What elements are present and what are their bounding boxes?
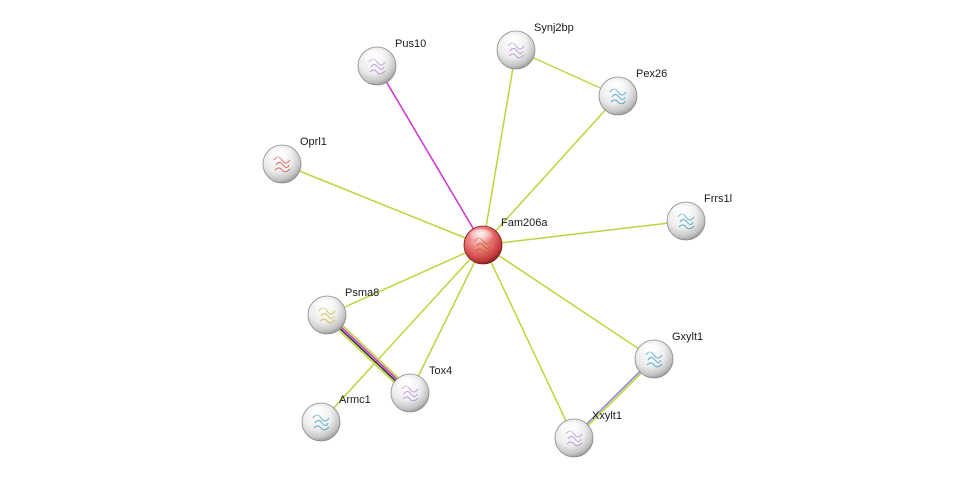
node-label: Fam206a xyxy=(501,217,548,229)
edge-evidence-line xyxy=(376,65,484,246)
edge-fam206a-gxylt1 xyxy=(482,244,655,360)
node-label: Psma8 xyxy=(345,287,379,299)
edge-fam206a-tox4 xyxy=(409,244,484,394)
node-frrs1l[interactable]: Frrs1l xyxy=(666,193,732,241)
edge-fam206a-frrs1l xyxy=(482,220,687,246)
node-label: Armc1 xyxy=(339,394,371,406)
node-synj2bp[interactable]: Synj2bp xyxy=(496,22,574,70)
edge-evidence-line xyxy=(320,244,484,423)
node-pex26[interactable]: Pex26 xyxy=(598,68,667,116)
edge-evidence-line xyxy=(482,49,517,246)
node-label: Xxylt1 xyxy=(592,410,622,422)
edge-fam206a-armc1 xyxy=(320,244,484,423)
node-tox4[interactable]: Tox4 xyxy=(390,365,452,413)
node-highlight xyxy=(469,229,493,243)
edge-fam206a-psma8 xyxy=(326,244,484,316)
node-oprl1[interactable]: Oprl1 xyxy=(262,136,327,184)
node-highlight xyxy=(268,148,292,162)
node-highlight xyxy=(502,34,526,48)
node-label: Frrs1l xyxy=(704,193,732,205)
node-highlight xyxy=(640,343,664,357)
node-fam206a[interactable]: Fam206a xyxy=(463,217,548,265)
node-label: Pex26 xyxy=(636,68,667,80)
edge-fam206a-xxylt1 xyxy=(482,244,575,439)
node-label: Synj2bp xyxy=(534,22,574,34)
node-highlight xyxy=(672,205,696,219)
node-highlight xyxy=(313,299,337,313)
edge-evidence-line xyxy=(409,244,484,394)
edge-fam206a-synj2bp xyxy=(482,49,517,246)
node-label: Oprl1 xyxy=(300,136,327,148)
node-label: Gxylt1 xyxy=(672,331,703,343)
nodes-layer: Fam206a Pus10 Synj2bpPex26Oprl1Frrs1lPsma8… xyxy=(262,22,732,458)
edge-fam206a-oprl1 xyxy=(281,163,484,246)
node-psma8[interactable]: Psma8 xyxy=(307,287,379,335)
edge-evidence-line xyxy=(482,244,655,360)
edge-evidence-line xyxy=(482,95,619,246)
node-xxylt1[interactable]: Xxylt1 xyxy=(554,410,622,458)
node-highlight xyxy=(560,422,584,436)
node-gxylt1[interactable]: Gxylt1 xyxy=(634,331,703,379)
node-highlight xyxy=(604,80,628,94)
edge-evidence-line xyxy=(281,163,484,246)
edge-fam206a-pex26 xyxy=(482,95,619,246)
node-highlight xyxy=(396,377,420,391)
node-pus10[interactable]: Pus10 xyxy=(357,38,426,86)
edge-evidence-line xyxy=(326,244,484,316)
edge-evidence-line xyxy=(482,244,575,439)
node-highlight xyxy=(307,406,331,420)
node-armc1[interactable]: Armc1 xyxy=(301,394,371,442)
node-label: Tox4 xyxy=(429,365,452,377)
node-label: Pus10 xyxy=(395,38,426,50)
edge-evidence-line xyxy=(482,220,687,246)
edge-fam206a-pus10 xyxy=(376,65,484,246)
node-highlight xyxy=(363,50,387,64)
